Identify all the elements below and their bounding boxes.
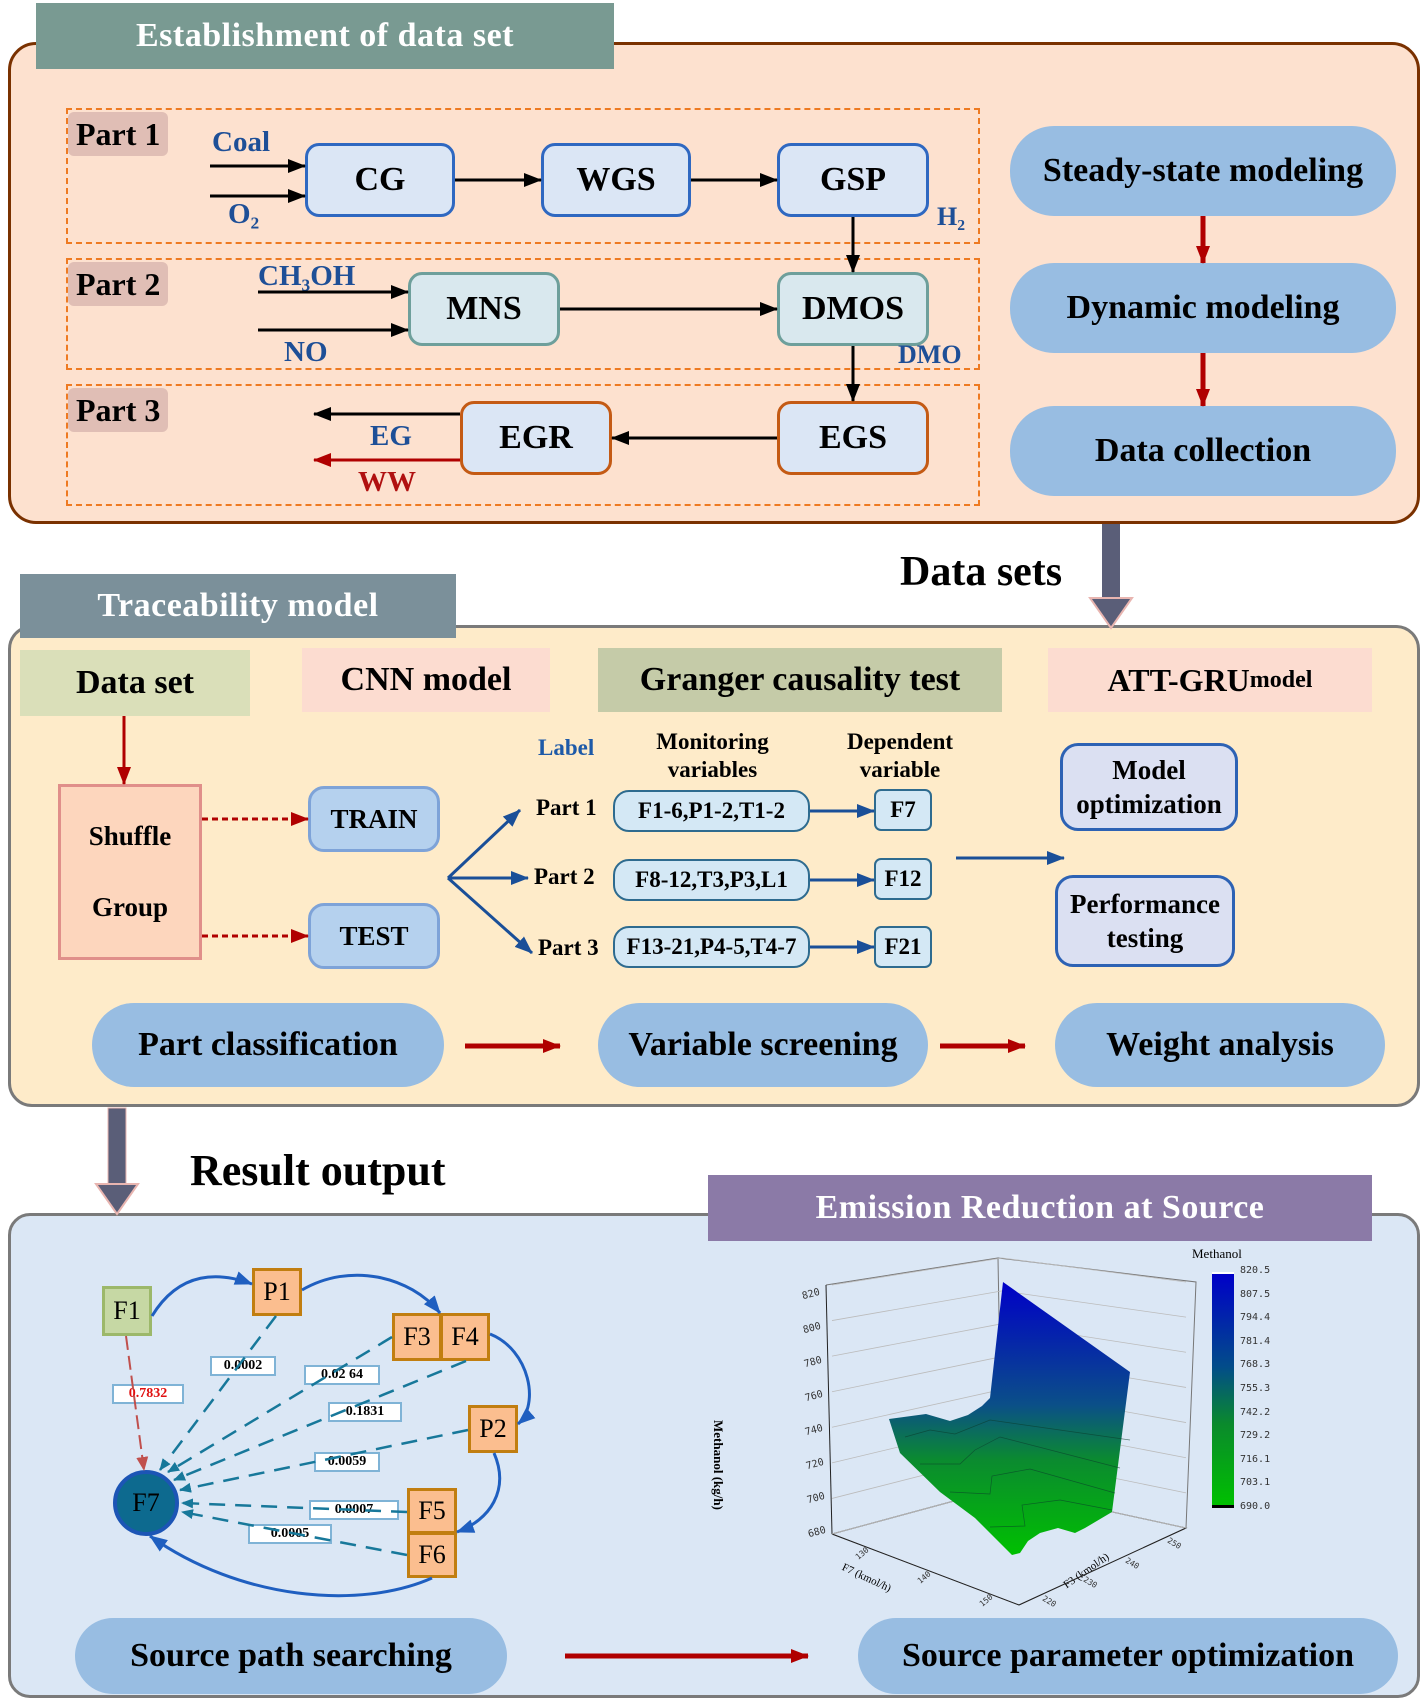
dependent-var-part3: F21	[874, 926, 932, 968]
att-gru-label: ATT-GRU	[1107, 661, 1250, 698]
colorbar-title: Methanol	[1192, 1246, 1242, 1261]
node-p1: P1	[252, 1268, 302, 1316]
section-title-dataset: Establishment of data set	[36, 3, 614, 69]
section-title-emission: Emission Reduction at Source	[708, 1175, 1372, 1241]
part2-label: Part 2	[68, 262, 169, 306]
part3-region	[66, 384, 980, 506]
monitoring-vars-part3: F13-21,P4-5,T4-7	[613, 926, 810, 968]
stage-part-classification: Part classification	[92, 1003, 444, 1087]
colorbar-tick: 742.2	[1240, 1406, 1271, 1418]
shuffle-label: Shuffle	[88, 821, 172, 851]
node-f7: F7	[113, 1470, 179, 1536]
header-att-gru-model: ATT-GRU model	[1048, 648, 1372, 712]
part1-region	[66, 108, 980, 244]
connector-arrow-data-sets	[1088, 524, 1134, 630]
stream-h2: H₂	[937, 202, 966, 231]
stream-no: NO	[284, 336, 328, 368]
header-granger-test: Granger causality test	[598, 648, 1002, 712]
weight-f4: 0.1831	[328, 1402, 402, 1422]
dependent-var-part2: F12	[874, 858, 932, 900]
unit-dmos: DMOS	[777, 272, 929, 346]
group-label: Group	[91, 892, 169, 922]
weight-p2: 0.0059	[314, 1452, 380, 1472]
part1-label: Part 1	[68, 112, 169, 156]
stream-ch3oh: CH₃OH	[258, 260, 356, 292]
test-box: TEST	[308, 903, 440, 969]
colorbar-tick: 781.4	[1240, 1335, 1271, 1347]
colorbar-tick: 768.3	[1240, 1359, 1271, 1371]
stream-ww: WW	[358, 466, 416, 498]
stage-variable-screening: Variable screening	[598, 1003, 928, 1087]
colorbar-tick: 690.0	[1240, 1501, 1271, 1512]
header-cnn-model: CNN model	[302, 648, 550, 712]
stream-coal: Coal	[212, 126, 270, 158]
colorbar-tick: 703.1	[1240, 1477, 1271, 1489]
colorbar-tick: 755.3	[1240, 1383, 1271, 1394]
shuffle-group-box: Shuffle Group	[58, 784, 202, 960]
section-title-traceability: Traceability model	[20, 574, 456, 638]
node-f1: F1	[102, 1286, 152, 1336]
stream-o2: O₂	[228, 198, 260, 230]
header-data-set: Data set	[20, 650, 250, 716]
weight-f1: 0.7832	[112, 1384, 184, 1404]
model-optimization-line2: optimization	[1076, 789, 1222, 819]
stage-source-parameter-optimization: Source parameter optimization	[858, 1618, 1398, 1694]
monitoring-vars-part1: F1-6,P1-2,T1-2	[613, 790, 810, 832]
step-steady-state-modeling: Steady-state modeling	[1010, 126, 1396, 216]
unit-egr: EGR	[460, 401, 612, 475]
weight-f6: 0.0005	[248, 1524, 332, 1544]
performance-testing-box: Performance testing	[1055, 875, 1235, 967]
colorbar-tick: 820.5	[1240, 1265, 1271, 1276]
node-f6: F6	[407, 1532, 457, 1578]
weight-f3: 0.02 64	[304, 1365, 380, 1385]
part2-region	[66, 258, 980, 370]
chart-zlabel: Methanol (kg/h)	[711, 1420, 726, 1510]
performance-testing-line1: Performance	[1070, 889, 1220, 919]
column-monitoring-header: Monitoring variables	[620, 728, 805, 784]
connector-result-output: Result output	[190, 1146, 446, 1195]
node-p2: P2	[468, 1405, 518, 1453]
row-part3-label: Part 3	[538, 935, 599, 960]
colorbar-tick: 794.4	[1240, 1312, 1271, 1324]
node-f5: F5	[407, 1488, 457, 1534]
column-label-header: Label	[538, 735, 595, 760]
unit-cg: CG	[305, 143, 455, 217]
node-f3: F3	[392, 1313, 442, 1361]
dependent-line2: variable	[859, 757, 941, 782]
connector-data-sets: Data sets	[900, 549, 1063, 595]
unit-gsp: GSP	[777, 143, 929, 217]
stage-weight-analysis: Weight analysis	[1055, 1003, 1385, 1087]
unit-egs: EGS	[777, 401, 929, 475]
colorbar-tick: 729.2	[1240, 1430, 1271, 1442]
unit-wgs: WGS	[541, 143, 691, 217]
colorbar-tick: 807.5	[1240, 1288, 1271, 1300]
connector-arrow-result-output	[94, 1107, 140, 1216]
colorbar	[1212, 1272, 1234, 1508]
monitoring-vars-part2: F8-12,T3,P3,L1	[613, 859, 810, 901]
stream-eg: EG	[370, 420, 412, 452]
step-data-collection: Data collection	[1010, 406, 1396, 496]
column-dependent-header: Dependent variable	[830, 728, 970, 784]
weight-f5: 0.0007	[309, 1500, 399, 1520]
performance-testing-line2: testing	[1106, 923, 1184, 953]
weight-p1: 0.0002	[210, 1356, 276, 1376]
stream-dmo: DMO	[898, 340, 962, 369]
dependent-line1: Dependent	[846, 729, 954, 754]
colorbar-tick: 716.1	[1240, 1453, 1271, 1465]
part3-label: Part 3	[68, 388, 169, 432]
step-dynamic-modeling: Dynamic modeling	[1010, 263, 1396, 353]
train-box: TRAIN	[308, 786, 440, 852]
stage-source-path-searching: Source path searching	[75, 1618, 507, 1694]
att-gru-model-suffix: model	[1249, 666, 1313, 693]
row-part1-label: Part 1	[536, 795, 597, 820]
unit-mns: MNS	[408, 272, 560, 346]
monitoring-line1: Monitoring	[656, 729, 769, 754]
node-f4: F4	[440, 1313, 490, 1361]
model-optimization-line1: Model	[1112, 755, 1186, 785]
model-optimization-box: Model optimization	[1060, 743, 1238, 831]
dependent-var-part1: F7	[874, 789, 932, 831]
row-part2-label: Part 2	[534, 864, 595, 889]
monitoring-line2: variables	[667, 757, 758, 782]
